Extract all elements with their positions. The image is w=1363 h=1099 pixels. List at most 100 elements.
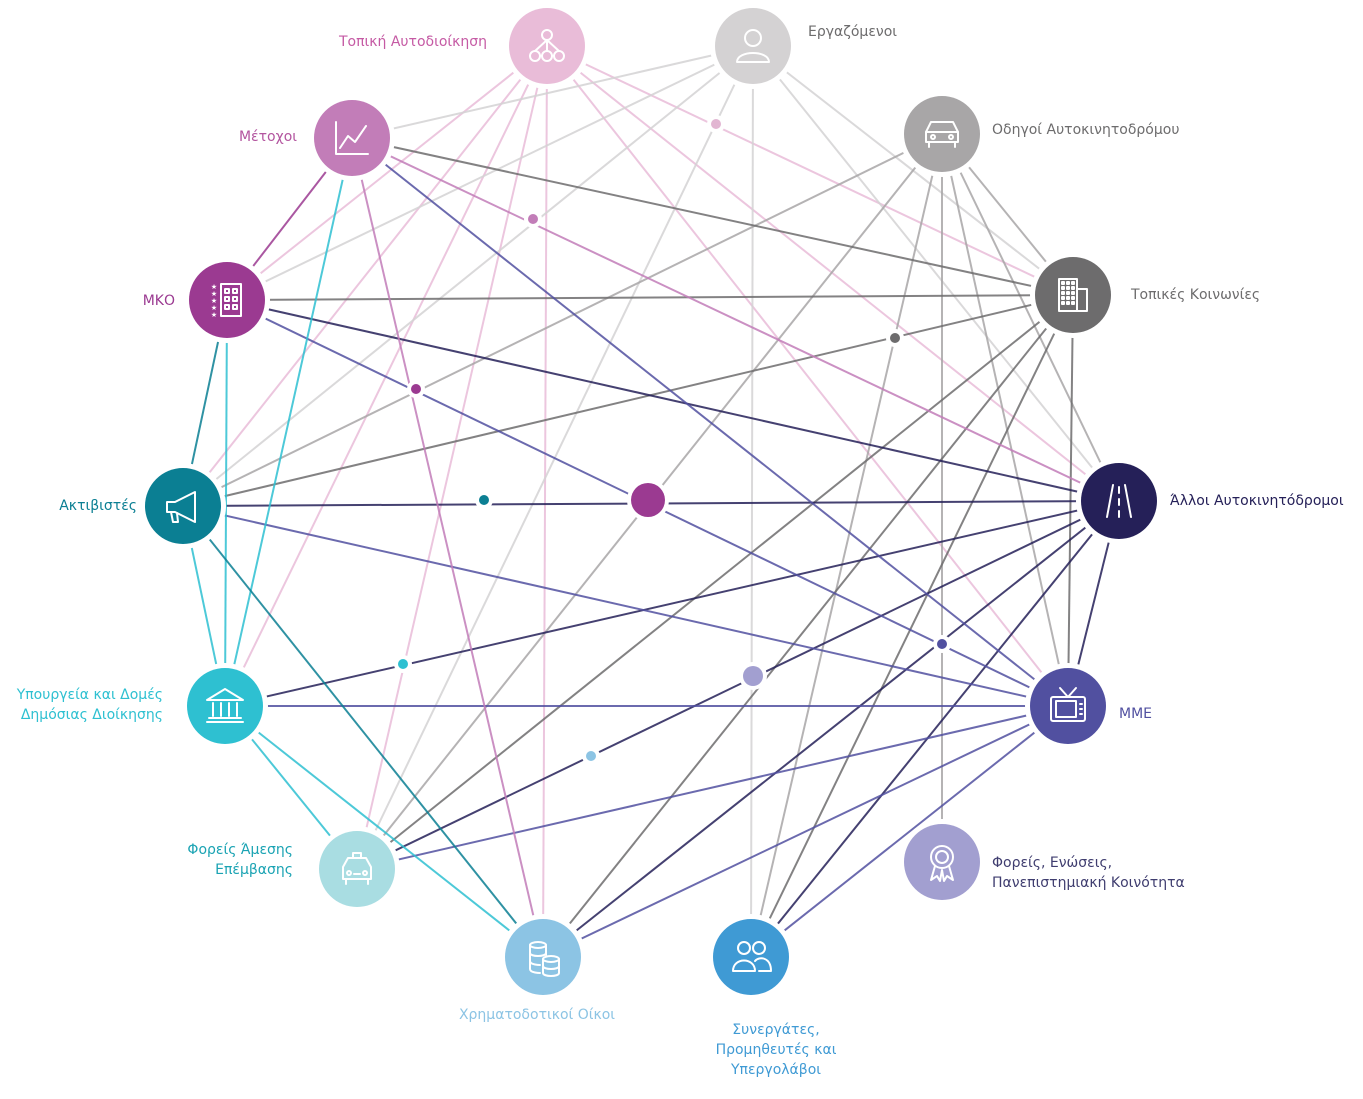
node-circle — [904, 96, 980, 172]
label-xrimatodotikoi: Χρηματοδοτικοί Οίκοι — [458, 1007, 616, 1023]
label-foreis-enoseis: Φορείς, Ενώσεις, Πανεπιστημιακή Κοινότητ… — [992, 855, 1185, 891]
label-metoxoi: Μέτοχοι — [238, 129, 297, 145]
edge-topiki-mko — [226, 45, 548, 301]
junction-dot — [411, 384, 421, 394]
junction-dot — [743, 666, 763, 686]
chart-up-icon — [335, 121, 369, 155]
node-topiki — [504, 3, 590, 89]
edge-odigoi-aktivistes — [182, 133, 943, 507]
tv-icon — [1050, 687, 1086, 722]
edge-aktivistes-xrimatodotikoi — [182, 505, 544, 958]
junction-dot — [528, 214, 538, 224]
edge-ergazomenoi-metoxoi — [351, 45, 754, 139]
junction-dot — [711, 119, 721, 129]
edge-topiki-mme — [546, 45, 1069, 707]
edge-topikes_koinonies-aktivistes — [182, 294, 1074, 507]
node-circle — [314, 100, 390, 176]
junction-dot — [890, 333, 900, 343]
edge-metoxoi-xrimatodotikoi — [351, 137, 544, 958]
node-circle — [187, 668, 263, 744]
edge-topikes_koinonies-synergates — [750, 294, 1074, 958]
junction-dot — [631, 483, 665, 517]
junction-dot — [479, 495, 489, 505]
edge-topiki-aktivistes — [182, 45, 548, 507]
edge-topiki-xrimatodotikoi — [542, 45, 548, 958]
edge-alloi-ypourgeia — [224, 500, 1120, 707]
node-ergazomenoi — [710, 3, 796, 89]
government-icon — [206, 688, 244, 723]
svg-text:★: ★ — [211, 304, 217, 312]
coins-icon — [529, 941, 560, 977]
node-circle — [1030, 668, 1106, 744]
edge-alloi-xrimatodotikoi — [542, 500, 1120, 958]
megaphone-icon — [166, 491, 196, 523]
car-icon — [925, 121, 959, 148]
building-icon — [1058, 278, 1088, 312]
junction-dot — [937, 639, 947, 649]
edge-ergazomenoi-alloi — [752, 45, 1120, 502]
award-icon — [930, 845, 954, 882]
edge-topikes_koinonies-mko — [226, 294, 1074, 301]
label-topiki: Τοπική Αυτοδιοίκηση — [338, 34, 487, 50]
node-odigoi — [899, 91, 985, 177]
people-icon — [732, 941, 772, 972]
junction-dot — [586, 751, 596, 761]
edge-mme-xrimatodotikoi — [542, 705, 1069, 958]
junction-dot — [398, 659, 408, 669]
edge-ergazomenoi-synergates — [750, 45, 754, 958]
hierarchy-icon — [529, 29, 565, 62]
edge-topikes_koinonies-xrimatodotikoi — [542, 294, 1074, 958]
edge-ypourgeia-xrimatodotikoi — [224, 705, 544, 958]
label-aktivistes: Ακτιβιστές — [59, 498, 137, 514]
label-odigoi: Οδηγοί Αυτοκινητοδρόμου — [992, 122, 1180, 138]
node-aktivistes — [140, 463, 226, 549]
edge-alloi-foreis_amesis — [356, 500, 1120, 870]
edge-ergazomenoi-aktivistes — [182, 45, 754, 507]
svg-text:★: ★ — [211, 297, 217, 305]
node-circle — [319, 831, 395, 907]
node-synergates — [708, 914, 794, 1000]
node-foreis_amesis — [314, 826, 400, 912]
edge-mme-synergates — [750, 705, 1069, 958]
label-mko: ΜΚΟ — [142, 293, 175, 309]
taxi-icon — [342, 852, 372, 885]
node-circle — [145, 468, 221, 544]
node-ypourgeia — [182, 663, 268, 749]
node-xrimatodotikoi — [500, 914, 586, 1000]
svg-text:★: ★ — [211, 290, 217, 298]
label-alloi: Άλλοι Αυτοκινητόδρομοι — [1170, 493, 1344, 509]
edge-odigoi-mme — [941, 133, 1069, 707]
svg-text:★: ★ — [211, 311, 217, 319]
label-mme: ΜΜΕ — [1119, 706, 1153, 722]
edge-topiki-foreis_amesis — [356, 45, 548, 870]
edge-metoxoi-alloi — [351, 137, 1120, 502]
label-synergates: Συνεργάτες, Προμηθευτές και Υπεργολάβοι — [715, 1022, 837, 1078]
edge-ypourgeia-mko — [224, 299, 228, 707]
label-topikes-koinonies: Τοπικές Κοινωνίες — [1131, 287, 1261, 303]
edge-ypourgeia-metoxoi — [224, 137, 353, 707]
edge-odigoi-alloi — [941, 133, 1120, 502]
edge-mme-foreis_amesis — [356, 705, 1069, 870]
edge-topiki-topikes_koinonies — [546, 45, 1074, 296]
road-icon — [1106, 484, 1132, 518]
hotel-icon: ★★★★★ — [211, 283, 242, 319]
edge-topikes_koinonies-metoxoi — [351, 137, 1074, 296]
label-ergazomenoi: Εργαζόμενοι — [808, 24, 898, 40]
edge-mme-aktivistes — [182, 505, 1069, 707]
label-ypourgeia: Υπουργεία και Δομές Δημόσιας Διοίκησης — [16, 687, 163, 723]
node-topikes_koinonies — [1030, 252, 1116, 338]
edge-topiki-alloi — [546, 45, 1120, 502]
person-icon — [736, 29, 770, 63]
edge-alloi-mko — [226, 299, 1120, 502]
node-circle — [713, 919, 789, 995]
node-foreis_enoseis — [899, 819, 985, 905]
node-mko: ★★★★★ — [184, 257, 270, 343]
node-alloi — [1076, 458, 1162, 544]
edge-mme-metoxoi — [351, 137, 1069, 707]
node-mme — [1025, 663, 1111, 749]
edge-topikes_koinonies-foreis_amesis — [356, 294, 1074, 870]
svg-text:★: ★ — [211, 283, 217, 291]
edge-ergazomenoi-mko — [226, 45, 754, 301]
